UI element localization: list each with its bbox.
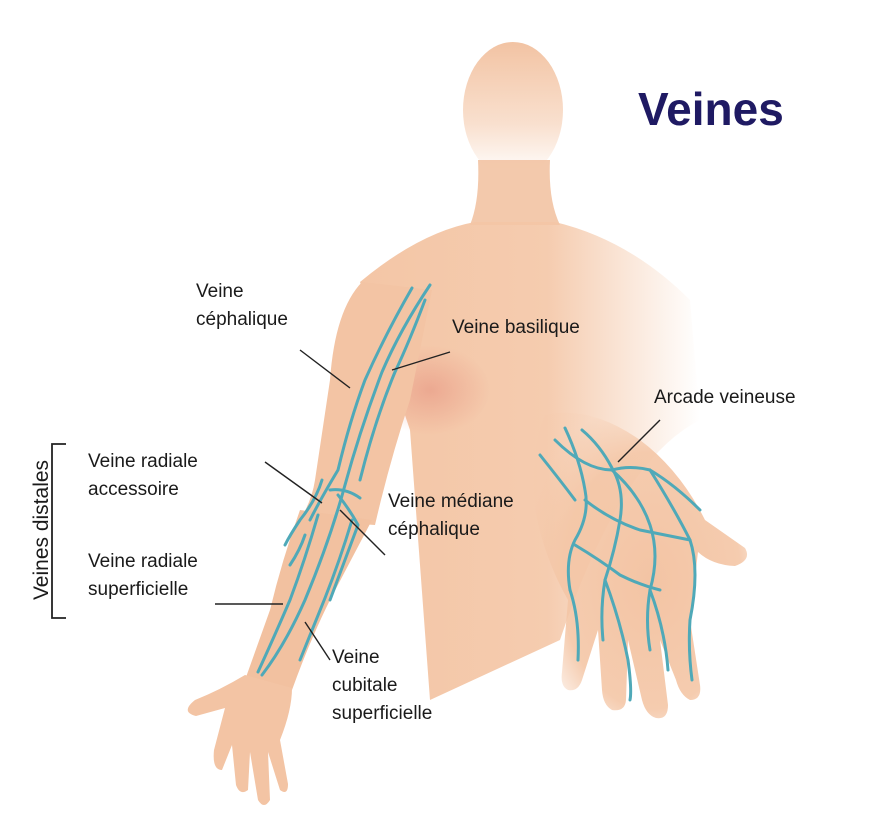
title: Veines [638,82,784,136]
label-line: cubitale [332,672,432,700]
distal-bracket [52,444,66,618]
label-line: Veine [332,644,432,672]
label-line: Arcade veineuse [654,384,796,412]
label-line: Veine radiale [88,548,198,576]
neck [470,160,560,225]
label-line: Veine [196,278,288,306]
leader-radiale-accessoire [265,462,322,503]
label-basilique: Veine basilique [452,314,580,342]
hand [534,413,747,718]
label-line: Veine médiane [388,488,514,516]
label-line: superficielle [332,700,432,728]
label-line: Veine basilique [452,314,580,342]
label-cephalique: Veine céphalique [196,278,288,334]
group-label-distal-veins: Veines distales [30,460,54,600]
palm [534,413,747,718]
label-line: céphalique [196,306,288,334]
label-line: Veine radiale [88,448,198,476]
head [463,42,563,178]
label-mediane-cephalique: Veine médiane céphalique [388,488,514,544]
label-radiale-accessoire: Veine radiale accessoire [88,448,198,504]
arm-hand [188,675,292,805]
label-line: accessoire [88,476,198,504]
label-radiale-superficielle: Veine radiale superficielle [88,548,198,604]
label-line: céphalique [388,516,514,544]
label-cubitale-superficielle: Veine cubitale superficielle [332,644,432,728]
label-arcade-veineuse: Arcade veineuse [654,384,796,412]
label-line: superficielle [88,576,198,604]
